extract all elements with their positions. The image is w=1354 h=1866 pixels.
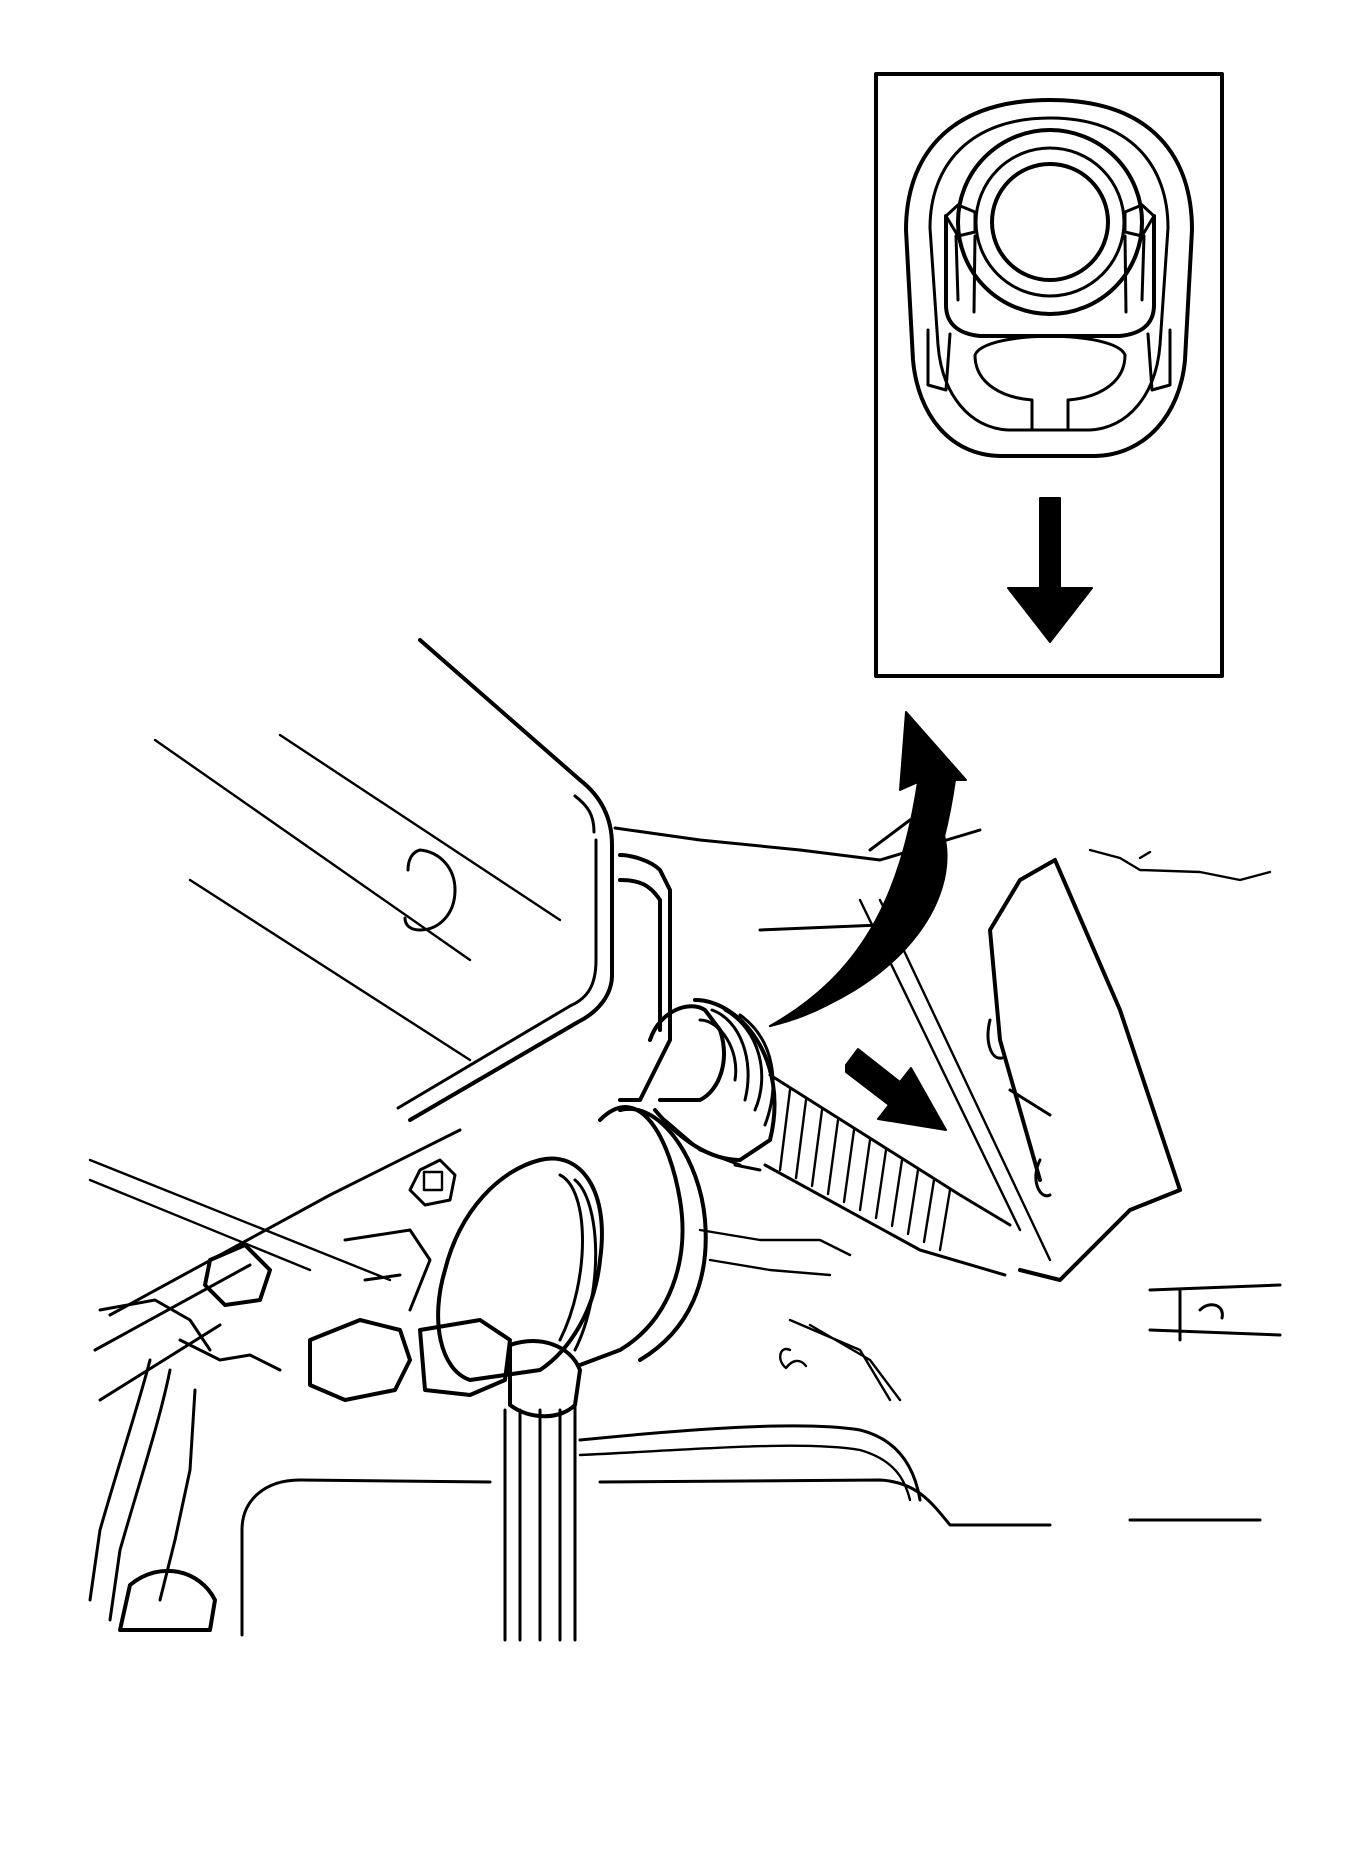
retainer-tab-left bbox=[944, 203, 977, 238]
fuel-lines-vertical bbox=[503, 1403, 577, 1642]
frame-bracket bbox=[613, 818, 1282, 1342]
module-edge-4 bbox=[88, 1158, 392, 1282]
retainer-leg-left bbox=[954, 234, 977, 314]
detail-inset bbox=[874, 72, 1224, 678]
connector-body bbox=[618, 853, 672, 1102]
connector-mid-ring bbox=[974, 146, 1126, 298]
curved-arrow-icon bbox=[769, 834, 948, 1027]
harness-connector bbox=[618, 853, 1012, 1277]
connector-detail bbox=[904, 98, 1194, 458]
latch-left bbox=[926, 328, 952, 392]
left-harness bbox=[88, 1358, 197, 1622]
module-edge-1 bbox=[153, 738, 472, 962]
left-bracket bbox=[98, 1298, 282, 1372]
bracket-outline bbox=[988, 858, 1182, 1282]
latch-arm bbox=[663, 1118, 762, 1172]
connector-outer-ring bbox=[956, 128, 1144, 316]
boot-rings bbox=[558, 1173, 598, 1352]
quick-connector bbox=[508, 1339, 582, 1419]
retainer-tab-right bbox=[1123, 203, 1156, 238]
frame-rail-right bbox=[1088, 848, 1272, 882]
bracket-plate bbox=[343, 1228, 432, 1312]
frame-rail-upper bbox=[613, 818, 982, 932]
corrugated-conduit-bottom bbox=[763, 1163, 1007, 1277]
bracket-slots bbox=[986, 1018, 1052, 1198]
bolt-head bbox=[408, 1158, 457, 1207]
left-clip bbox=[203, 1243, 272, 1307]
module-edge-2 bbox=[278, 733, 562, 922]
clamp-fitting-mid bbox=[418, 1318, 512, 1397]
arrow-diagonal-icon bbox=[845, 1048, 947, 1131]
oil-pan bbox=[240, 1478, 1262, 1637]
module-assembly bbox=[88, 638, 614, 1402]
bolt-hex bbox=[422, 1170, 444, 1192]
corrugated-conduit-top bbox=[768, 1073, 1012, 1227]
frame-lower-rail bbox=[578, 1424, 922, 1502]
connector-ridges bbox=[698, 1008, 775, 1127]
module-housing-inner bbox=[396, 794, 598, 1110]
rail-diagonal bbox=[858, 898, 1052, 1262]
terminal-cavity bbox=[973, 334, 1127, 432]
inset-frame bbox=[874, 72, 1224, 678]
retainer-leg-right bbox=[1123, 234, 1146, 314]
bolt-center bbox=[779, 1347, 808, 1370]
connector-inner-ring bbox=[990, 162, 1110, 282]
hose-curve bbox=[578, 1105, 708, 1367]
module-edge-5 bbox=[88, 1178, 312, 1272]
conduit-ribs bbox=[778, 1088, 952, 1252]
connector-housing bbox=[904, 98, 1194, 458]
pipe-routing bbox=[698, 1228, 902, 1402]
module-housing bbox=[408, 638, 614, 1122]
mounting-hole bbox=[403, 848, 457, 932]
lower-bracket bbox=[1148, 1283, 1282, 1342]
clamp-fitting-left bbox=[308, 1318, 412, 1402]
lower-components bbox=[88, 1105, 1262, 1642]
connector-nut bbox=[648, 1004, 726, 1102]
frame-lower-rail-2 bbox=[578, 1444, 912, 1502]
module-edge-3 bbox=[188, 878, 472, 1062]
arrow-down-icon bbox=[1007, 497, 1093, 643]
left-mount-block bbox=[118, 1568, 217, 1632]
latch-right bbox=[1146, 328, 1172, 392]
